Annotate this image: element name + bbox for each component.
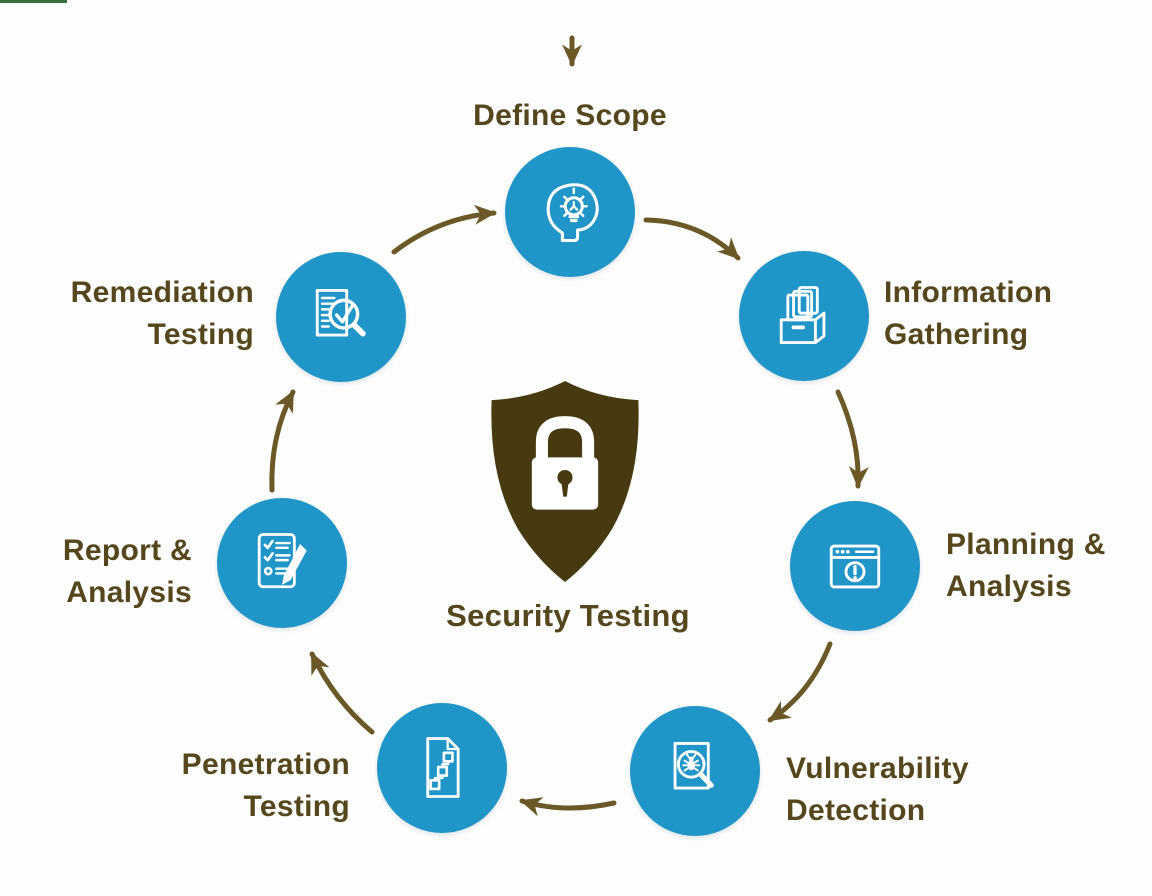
node-penetration-testing [377,703,507,833]
bug-scan-icon [673,742,714,790]
node-report-analysis [217,498,347,628]
corner-artifact-bar [0,0,67,3]
doc-check-magnifier-icon [315,288,366,337]
node-label-remediation-testing: Remediation Testing [70,276,254,351]
archive-files-icon [779,286,826,345]
node-label-information-gathering: Information Gathering [884,276,1053,351]
node-remediation-testing [276,252,406,382]
checklist-pencil-icon [257,533,307,589]
arrow-information-gathering-to-planning-analysis [835,389,869,489]
arrow-vulnerability-detection-to-penetration-testing [519,797,617,817]
node-label-vulnerability-detection: Vulnerability Detection [786,752,969,827]
node-information-gathering [739,251,869,381]
arrow-report-analysis-to-remediation-testing [269,389,296,493]
flowchart-doc-icon [426,737,460,798]
center-title: Security Testing [446,598,690,633]
node-vulnerability-detection [630,706,760,836]
node-label-report-analysis: Report & Analysis [62,534,192,609]
node-label-define-scope: Define Scope [473,99,667,132]
arrow-remediation-testing-to-define-scope [391,204,497,255]
arrow-penetration-testing-to-report-analysis [309,651,375,735]
shield-lock-icon [491,381,639,582]
browser-alert-icon [829,544,881,589]
arrow-planning-analysis-to-vulnerability-detection [767,641,833,723]
node-define-scope [505,147,635,277]
idea-head-icon [546,183,599,243]
node-planning-analysis [790,501,920,631]
arrow-define-scope-to-information-gathering [643,217,741,261]
node-label-penetration-testing: Penetration Testing [181,748,350,823]
node-label-planning-analysis: Planning & Analysis [946,528,1106,603]
